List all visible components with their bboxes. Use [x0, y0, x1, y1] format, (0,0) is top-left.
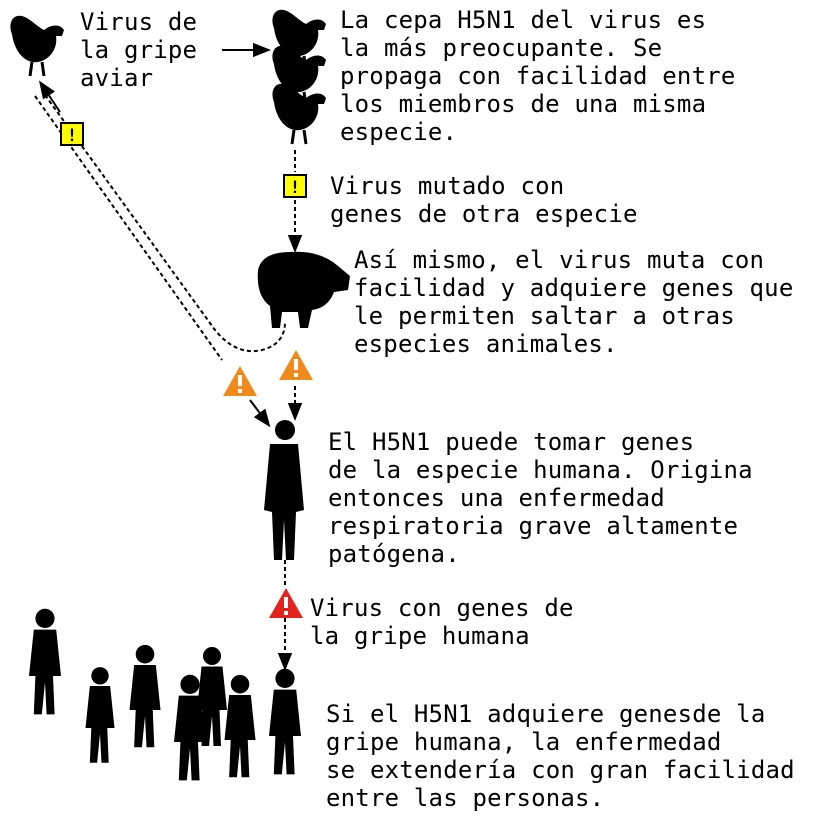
- arrow-avian-to-human: [249, 399, 271, 428]
- chicken-icon: [8, 14, 66, 78]
- h5n1-strain-text: La cepa H5N1 del virus es la más preocup…: [340, 6, 736, 146]
- pig-icon: [257, 251, 350, 328]
- pig-mutation-text: Así mismo, el virus muta con facilidad y…: [354, 246, 794, 358]
- exclamation-mark: !: [290, 178, 300, 198]
- spread-text: Si el H5N1 adquiere genesde la gripe hum…: [326, 700, 795, 812]
- warning-triangle-icon: [269, 588, 303, 618]
- arrow-back-to-avian: [39, 80, 61, 113]
- human-flu-genes-label: Virus con genes de la gripe humana: [310, 594, 574, 650]
- mutated-virus-text: Virus mutado con genes de otra especie: [330, 172, 638, 228]
- exclamation-square-icon: !: [60, 122, 84, 146]
- person-icon: [264, 420, 304, 560]
- flow-lines: [34, 42, 303, 671]
- line-avian-to-human-1: [34, 95, 223, 361]
- exclamation-square-icon: !: [283, 174, 307, 198]
- crowd-icon: [29, 608, 301, 781]
- exclamation-mark: !: [67, 126, 77, 146]
- chicken-flock-icon: [270, 8, 328, 146]
- avian-flu-label: Virus de la gripe aviar: [80, 8, 198, 92]
- warning-triangle-icon: [279, 350, 313, 380]
- line-pig-to-human: [44, 94, 286, 352]
- human-genes-text: El H5N1 puede tomar genes de la especie …: [328, 428, 753, 568]
- warning-triangle-icon: [223, 366, 257, 396]
